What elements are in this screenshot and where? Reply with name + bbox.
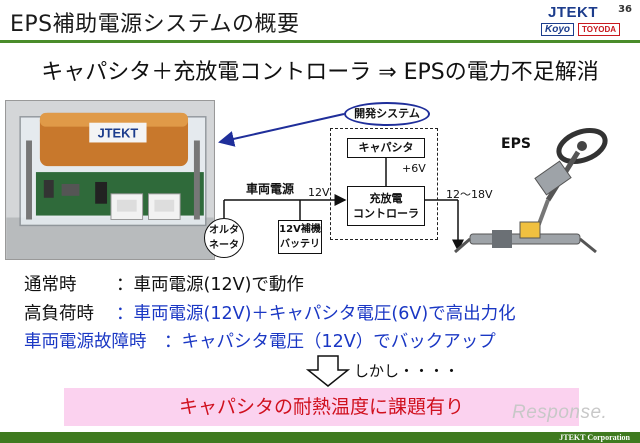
battery-label-line1: 12V補機 — [279, 224, 321, 235]
status-normal-text: ：車両電源(12V)で動作 — [116, 275, 304, 295]
response-watermark: Response. — [512, 402, 608, 423]
vehicle-power-label: 車両電源 — [246, 182, 295, 196]
development-system-boundary — [330, 128, 438, 240]
status-fault-label: 車両電源故障時 — [24, 332, 147, 352]
issue-banner: キャパシタの耐熱温度に課題有り — [64, 388, 579, 426]
svg-text:JTEKT: JTEKT — [98, 126, 139, 141]
slide-subtitle: キャパシタ＋充放電コントローラ ⇒ EPSの電力不足解消 — [41, 60, 599, 85]
jtekt-logo: JTEKT — [548, 4, 599, 21]
status-normal-label: 通常時 — [24, 275, 77, 295]
status-high-text: ：車両電源(12V)＋キャパシタ電圧(6V)で高出力化 — [116, 304, 516, 324]
koyo-logo: Koyo — [541, 23, 574, 36]
battery-label-line2: バッテリ — [280, 239, 320, 250]
however-text: しかし・・・・ — [354, 362, 460, 380]
eps-label: EPS — [501, 136, 531, 152]
alternator-circle: オルタ ネータ — [204, 218, 244, 258]
toyoda-logo: TOYODA — [578, 23, 621, 36]
photo-pointer-arrow — [218, 113, 345, 147]
controller-label-line1: 充放電 — [369, 192, 403, 205]
page-number: 36 — [618, 4, 632, 15]
capacitor-box: キャパシタ — [347, 138, 425, 158]
capacitor-unit-photo: JTEKT — [5, 100, 215, 260]
charge-discharge-controller-box: 充放電 コントローラ — [347, 186, 425, 226]
status-high-label: 高負荷時 — [24, 304, 94, 324]
aux-battery-box: 12V補機 バッテリ — [278, 220, 322, 254]
alternator-label-line2: ネータ — [209, 240, 239, 251]
brand-logos: Koyo TOYODA — [541, 23, 621, 36]
footer-company: JTEKT Corporation — [559, 433, 630, 442]
capacitor-voltage: +6V — [402, 162, 426, 175]
status-fault-text: ：キャパシタ電圧（12V）でバックアップ — [164, 332, 496, 352]
output-voltage-label: 12～18V — [446, 188, 493, 201]
controller-label-line2: コントローラ — [353, 207, 419, 220]
development-system-label: 開発システム — [344, 102, 430, 126]
status-high-load: 高負荷時 ：車両電源(12V)＋キャパシタ電圧(6V)で高出力化 — [24, 300, 516, 325]
down-arrow-icon — [305, 355, 351, 387]
alternator-label-line1: オルタ — [209, 225, 239, 236]
status-fault: 車両電源故障時 ：キャパシタ電圧（12V）でバックアップ — [24, 328, 496, 353]
title-divider — [0, 40, 640, 43]
slide-title: EPS補助電源システムの概要 — [10, 12, 300, 37]
input-voltage-label: 12V — [308, 186, 330, 199]
footer-bar: JTEKT Corporation — [0, 432, 640, 443]
status-normal: 通常時 ：車両電源(12V)で動作 — [24, 271, 304, 296]
